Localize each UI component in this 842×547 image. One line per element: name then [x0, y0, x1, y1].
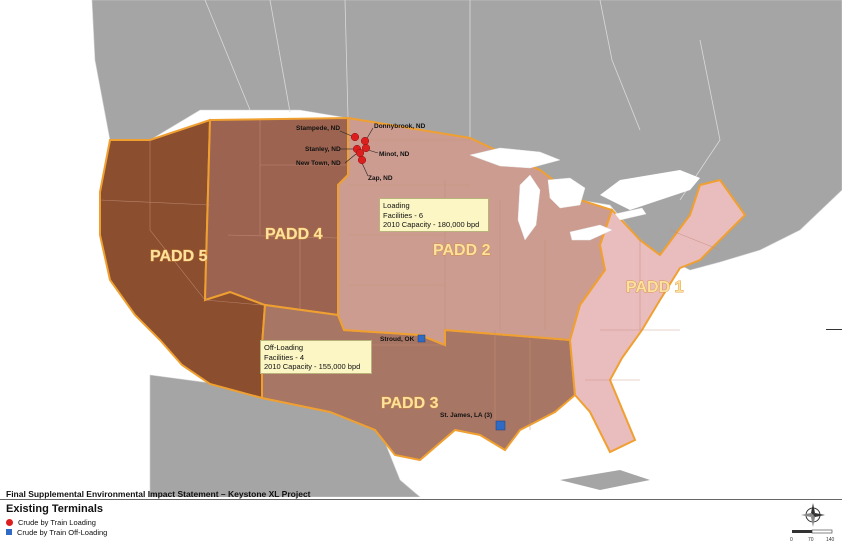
city-label-stampede: Stampede, ND: [296, 125, 340, 132]
padd-5-label: PADD 5: [150, 248, 208, 265]
compass-rose-icon: [801, 503, 825, 527]
terminal-square-stroud[interactable]: [417, 334, 426, 343]
footer-rule: [0, 499, 842, 500]
loading-box-line-3: 2010 Capacity - 180,000 bpd: [383, 220, 480, 229]
scale-tick-140: 140: [826, 537, 835, 543]
offloading-info-box: Off-Loading Facilities - 4 2010 Capacity…: [260, 340, 372, 374]
footer-title: Final Supplemental Environmental Impact …: [6, 489, 311, 499]
offloading-box-line-3: 2010 Capacity - 155,000 bpd: [264, 362, 361, 371]
scale-tick-0: 0: [790, 537, 793, 543]
loading-box-line-2: Facilities - 6: [383, 210, 424, 220]
legend-title: Existing Terminals: [6, 503, 103, 515]
offloading-box-line-1: Off-Loading: [264, 343, 304, 352]
city-label-stroud: Stroud, OK: [380, 336, 415, 343]
city-label-minot: Minot, ND: [379, 151, 410, 158]
city-label-st-james: St. James, LA (3): [440, 412, 492, 419]
map-edge-tick: [826, 329, 842, 330]
city-label-zap: Zap, ND: [368, 175, 393, 182]
terminal-dot-zap[interactable]: [357, 155, 367, 165]
legend: Existing Terminals Crude by Train Loadin…: [6, 503, 107, 537]
baja-peninsula: [172, 380, 232, 497]
padd-4-label: PADD 4: [265, 226, 323, 243]
loading-info-box: Loading Facilities - 6 2010 Capacity - 1…: [379, 198, 489, 232]
padd-map: PADD 5 PADD 4 PADD 2 PADD 1 PADD 3 Stamp…: [91, 0, 842, 497]
terminal-square-st-james[interactable]: [495, 420, 506, 431]
padd-1-label: PADD 1: [626, 279, 684, 296]
padd-3-label: PADD 3: [381, 395, 439, 412]
loading-terminal-dots: [350, 132, 371, 165]
hudson-area-lakes: [600, 170, 700, 210]
loading-box-line-1: Loading: [383, 201, 410, 210]
legend-item-loading-label: Crude by Train Loading: [18, 517, 96, 527]
blue-square-icon: [6, 529, 12, 535]
city-label-stanley: Stanley, ND: [305, 146, 341, 153]
offloading-box-line-2: Facilities - 4: [264, 352, 305, 362]
red-circle-icon: [6, 518, 13, 526]
canada-landmass: [91, 0, 842, 271]
great-lakes: [469, 147, 647, 241]
city-label-new-town: New Town, ND: [296, 160, 341, 167]
legend-item-offloading: Crude by Train Off-Loading: [6, 527, 107, 537]
offloading-terminal-squares: [417, 334, 506, 431]
scale-bar: 0 70 140: [790, 529, 835, 543]
terminal-dot-stampede[interactable]: [350, 132, 360, 142]
cuba: [560, 470, 650, 490]
legend-item-loading: Crude by Train Loading: [6, 517, 107, 527]
legend-item-offloading-label: Crude by Train Off-Loading: [17, 527, 108, 537]
scale-tick-70: 70: [808, 537, 814, 543]
terminal-dot-minot[interactable]: [361, 143, 371, 153]
terminal-dot-donnybrook[interactable]: [360, 136, 370, 146]
padd-2-label: PADD 2: [433, 242, 491, 259]
terminal-dot-new-town[interactable]: [355, 148, 365, 158]
city-label-donnybrook: Donnybrook, ND: [374, 123, 426, 130]
